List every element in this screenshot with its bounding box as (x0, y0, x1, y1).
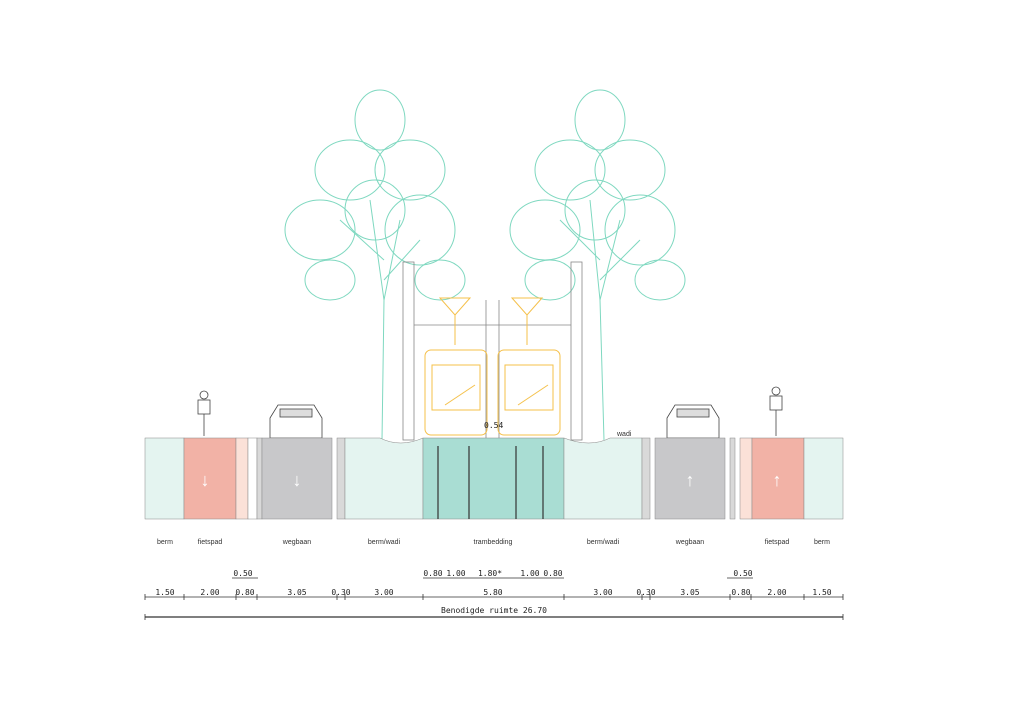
label-berm-left: berm (157, 539, 173, 546)
dim-main: 3.05 (680, 588, 699, 597)
label-bermwadi-left: berm/wadi (368, 539, 401, 546)
catenary-poles (402, 261, 583, 441)
dim-total: Benodigde ruimte 26.70 (441, 606, 547, 615)
cyclist-left-icon (197, 390, 211, 436)
dim-main: 0.30 (331, 588, 350, 597)
dim-tram-5: 0.80 (543, 569, 562, 578)
label-bermwadi-right: berm/wadi (587, 539, 620, 546)
dim-main: 2.00 (767, 588, 786, 597)
tram-gap-label: 0.54 (484, 421, 503, 430)
label-berm-right: berm (814, 539, 830, 546)
label-trambedding: trambedding (474, 539, 513, 546)
dim-main: 0.30 (636, 588, 655, 597)
arrow-up-icon: ↑ (773, 470, 782, 490)
arrow-down-icon: ↓ (293, 470, 302, 490)
tree-left-icon (284, 89, 466, 441)
dim-main: 1.50 (155, 588, 174, 597)
car-right-icon (666, 404, 720, 439)
label-wegbaan-right: wegbaan (675, 539, 705, 546)
dim-tram-4: 1.00 (520, 569, 539, 578)
dim-main: 2.00 (200, 588, 219, 597)
tree-right-icon (509, 89, 686, 441)
arrow-down-icon: ↓ (201, 470, 210, 490)
dim-tram-3: 1.80* (478, 569, 502, 578)
car-left-icon (269, 404, 323, 439)
dim-upper-right: 0.50 (733, 569, 752, 578)
dim-main: 3.00 (374, 588, 393, 597)
label-fietspad-left: fietspad (198, 539, 223, 546)
wadi-label: wadi (616, 431, 632, 438)
dim-main: 3.05 (287, 588, 306, 597)
dim-main: 0.80 (235, 588, 254, 597)
label-wegbaan-left: wegbaan (282, 539, 312, 546)
dim-main: 0.80 (731, 588, 750, 597)
dim-upper-left: 0.50 (233, 569, 252, 578)
ground-profile (144, 437, 844, 520)
dim-tram-2: 1.00 (446, 569, 465, 578)
cyclist-right-icon (769, 386, 783, 436)
label-fietspad-right: fietspad (765, 539, 790, 546)
dim-main: 3.00 (593, 588, 612, 597)
arrow-up-icon: ↑ (686, 470, 695, 490)
tram-right-icon (497, 297, 561, 436)
dimension-lines (144, 577, 844, 620)
dim-tram-1: 0.80 (423, 569, 442, 578)
dim-main: 1.50 (812, 588, 831, 597)
dim-main: 5.80 (483, 588, 502, 597)
tram-left-icon (424, 297, 488, 436)
